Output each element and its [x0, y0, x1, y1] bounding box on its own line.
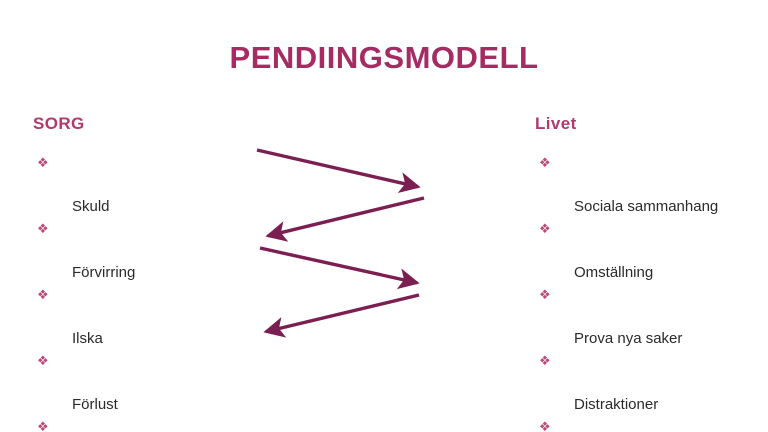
right-column: Livet ❖ Sociala sammanhang ❖ Omställning…	[535, 114, 765, 432]
left-column-heading: SORG	[33, 114, 85, 133]
list-item-label: Skuld	[72, 197, 110, 215]
list-item: ❖ Ilska	[33, 284, 243, 350]
diamond-bullet-icon: ❖	[37, 154, 49, 170]
diamond-bullet-icon: ❖	[37, 286, 49, 302]
list-item-label: Sociala sammanhang	[574, 197, 719, 215]
arrow-right-1-icon	[256, 148, 421, 193]
arrow-left-1-icon	[265, 196, 425, 242]
list-item: ❖ Sociala sammanhang	[535, 152, 765, 218]
arrow-left-2-icon	[263, 293, 420, 338]
list-item: ❖ Omställning	[535, 218, 765, 284]
list-item-label: Förlust	[72, 395, 118, 413]
diamond-bullet-icon: ❖	[539, 418, 551, 432]
page-title: PENDIINGSMODELL	[229, 40, 539, 75]
list-item-label: Förvirring	[72, 263, 136, 281]
list-item-label: Ilska	[72, 329, 103, 347]
left-column: SORG ❖ Skuld ❖ Förvirring ❖ Ilska ❖ Förl…	[33, 114, 243, 432]
list-item-label: Omställning	[574, 263, 654, 281]
diamond-bullet-icon: ❖	[539, 352, 551, 368]
diamond-bullet-icon: ❖	[37, 418, 49, 432]
diamond-bullet-icon: ❖	[37, 352, 49, 368]
list-item: ❖ Förvirring	[33, 218, 243, 284]
list-item: ❖ Prova nya saker	[535, 284, 765, 350]
list-item: ❖ Förlust	[33, 350, 243, 416]
list-item: ❖ Renovera	[535, 416, 765, 432]
left-column-list: ❖ Skuld ❖ Förvirring ❖ Ilska ❖ Förlust ❖…	[33, 152, 243, 432]
list-item: ❖ Tomhet	[33, 416, 243, 432]
list-item-label: Prova nya saker	[574, 329, 683, 347]
right-column-heading: Livet	[535, 114, 577, 133]
arrow-right-2-icon	[259, 246, 420, 290]
list-item-label: Distraktioner	[574, 395, 659, 413]
list-item: ❖ Distraktioner	[535, 350, 765, 416]
diamond-bullet-icon: ❖	[539, 154, 551, 170]
diamond-bullet-icon: ❖	[539, 286, 551, 302]
diamond-bullet-icon: ❖	[37, 220, 49, 236]
list-item: ❖ Skuld	[33, 152, 243, 218]
right-column-list: ❖ Sociala sammanhang ❖ Omställning ❖ Pro…	[535, 152, 765, 432]
diamond-bullet-icon: ❖	[539, 220, 551, 236]
